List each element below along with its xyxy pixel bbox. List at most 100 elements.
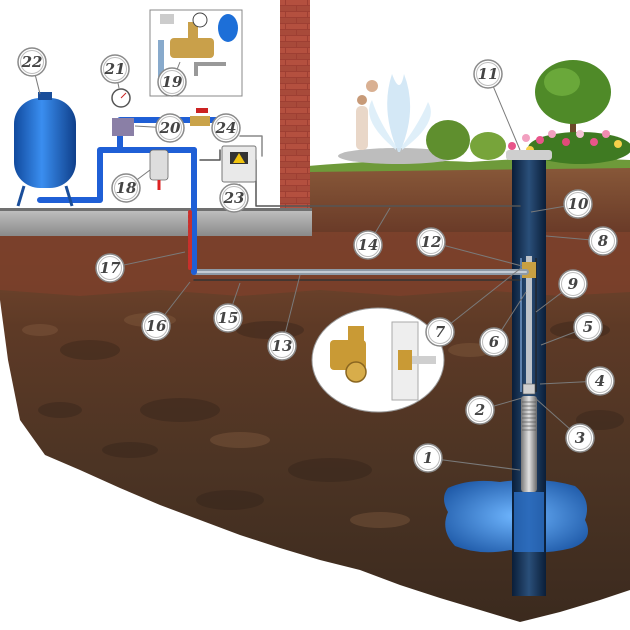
callout-label-7: 7 (435, 323, 446, 341)
callout-label-20: 20 (159, 119, 181, 137)
inset-elbow (194, 62, 226, 76)
callout-label-19: 19 (162, 73, 183, 91)
callout-label-1: 1 (423, 449, 433, 467)
callout-circle-21 (100, 54, 130, 84)
gauge-needle (120, 92, 127, 99)
borehole (506, 150, 552, 596)
callout-circle-8 (588, 226, 618, 256)
callout-ring-24 (214, 116, 238, 140)
callout-12: 12 (416, 227, 446, 257)
callout-ring-1 (416, 446, 440, 470)
callout-circle-11 (473, 59, 503, 89)
callout-label-14: 14 (358, 236, 379, 254)
callout-7: 7 (425, 317, 455, 347)
callout-circle-16 (141, 311, 171, 341)
indoor-equipment (14, 88, 257, 207)
well-water-column (514, 492, 544, 552)
callout-circle-20 (155, 113, 185, 143)
adapter-port (345, 361, 367, 383)
callout-circle-3 (565, 423, 595, 453)
callout-13: 13 (267, 331, 297, 361)
callout-ring-3 (568, 426, 592, 450)
callout-ring-14 (356, 233, 380, 257)
callout-label-21: 21 (104, 60, 126, 78)
callout-11: 11 (473, 59, 503, 89)
leader-line-1 (427, 457, 521, 471)
callout-ring-7 (428, 320, 452, 344)
pressure-tank-cap (38, 92, 52, 100)
callout-ring-15 (216, 306, 240, 330)
callout-9: 9 (558, 269, 588, 299)
callout-label-9: 9 (568, 275, 579, 293)
pressure-tank-body (14, 98, 76, 188)
callout-circle-13 (267, 331, 297, 361)
callout-ring-13 (270, 334, 294, 358)
callout-circle-18 (111, 173, 141, 203)
adapter-top (348, 326, 364, 342)
callout-label-3: 3 (575, 429, 585, 447)
leader-line-12 (430, 241, 523, 267)
shrub-left (426, 120, 470, 160)
callout-ring-6 (482, 330, 506, 354)
callout-circle-22 (17, 47, 47, 77)
concrete-floor-slab (0, 208, 312, 236)
callout-20: 20 (155, 113, 185, 143)
callout-ring-12 (419, 230, 443, 254)
callout-circle-14 (353, 230, 383, 260)
child-figure (366, 80, 378, 92)
callout-16: 16 (141, 311, 171, 341)
callout-ring-5 (576, 315, 600, 339)
callout-19: 19 (157, 67, 187, 97)
callout-label-2: 2 (474, 401, 485, 419)
callout-15: 15 (213, 303, 243, 333)
well-head-cap (506, 150, 552, 160)
callout-circle-15 (213, 303, 243, 333)
callout-label-22: 22 (21, 53, 43, 71)
callout-22: 22 (17, 47, 47, 77)
callout-ring-18 (114, 176, 138, 200)
brick-wall (280, 0, 310, 212)
tank-leg-left (16, 185, 26, 207)
callout-circle-17 (95, 253, 125, 283)
inset-switch (160, 14, 174, 24)
callout-ring-10 (566, 192, 590, 216)
callout-circle-1 (413, 443, 443, 473)
person-head (357, 95, 367, 105)
filter-housing (149, 149, 169, 181)
shrub-mid (470, 132, 506, 160)
callout-label-4: 4 (595, 372, 605, 390)
flower-bed (528, 132, 630, 164)
callout-ring-9 (561, 272, 585, 296)
clay-layer (0, 228, 630, 296)
callout-ring-20 (158, 116, 182, 140)
callout-label-15: 15 (218, 309, 239, 327)
callout-1: 1 (413, 443, 443, 473)
callout-24: 24 (211, 113, 241, 143)
callout-circle-5 (573, 312, 603, 342)
callout-circle-7 (425, 317, 455, 347)
inset-manifold-port (188, 22, 198, 40)
callout-label-8: 8 (598, 232, 609, 250)
callout-label-6: 6 (489, 333, 500, 351)
casing-pipe-out (412, 356, 436, 364)
callout-ring-2 (468, 398, 492, 422)
tree-crown-highlight (544, 68, 580, 96)
callout-3: 3 (565, 423, 595, 453)
callout-circle-23 (219, 183, 249, 213)
fountain-basin (338, 148, 458, 164)
callout-10: 10 (563, 189, 593, 219)
callout-circle-10 (563, 189, 593, 219)
callout-ring-16 (144, 314, 168, 338)
ball-valve-handle (196, 108, 208, 113)
callout-label-5: 5 (583, 318, 593, 336)
callout-circle-9 (558, 269, 588, 299)
ball-valve (190, 116, 210, 126)
callout-17: 17 (95, 253, 125, 283)
callout-circle-12 (416, 227, 446, 257)
pump-intake-grille (522, 401, 536, 431)
fountain-spray-right (402, 102, 431, 150)
fountain-spray-left (369, 100, 396, 150)
callout-label-12: 12 (421, 233, 442, 251)
